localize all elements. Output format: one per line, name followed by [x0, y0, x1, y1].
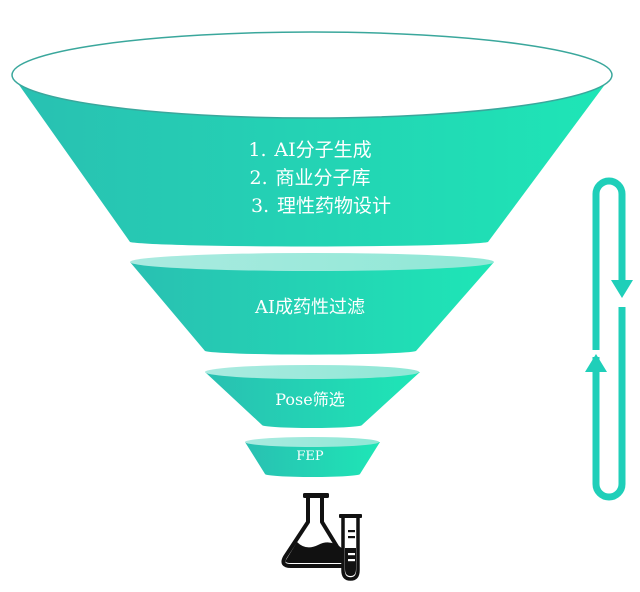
stage-1-item: 2. 商业分子库: [160, 164, 460, 192]
stage-1-item: 3. 理性药物设计: [160, 192, 460, 220]
stage-1-list: 1. AI分子生成 2. 商业分子库 3. 理性药物设计: [160, 136, 460, 220]
funnel-stage-2: [130, 253, 494, 355]
stage-1-item: 1. AI分子生成: [160, 136, 460, 164]
funnel-stage-1: [11, 31, 613, 247]
lab-flask-icon: [281, 493, 362, 581]
stage-4-label: FEP: [296, 449, 324, 464]
stage-3-label: Pose筛选: [275, 390, 345, 409]
item-label: 商业分子库: [275, 167, 371, 189]
item-number: 3.: [250, 195, 270, 217]
cycle-arrow-icon: [585, 177, 633, 501]
item-label: 理性药物设计: [276, 195, 391, 217]
item-number: 2.: [249, 167, 268, 189]
item-label: AI分子生成: [274, 139, 372, 161]
funnel-stage-3: [205, 365, 420, 428]
stage-2-label: AI成药性过滤: [254, 297, 366, 318]
funnel-stage-4: [245, 437, 380, 478]
item-number: 1.: [248, 139, 267, 161]
